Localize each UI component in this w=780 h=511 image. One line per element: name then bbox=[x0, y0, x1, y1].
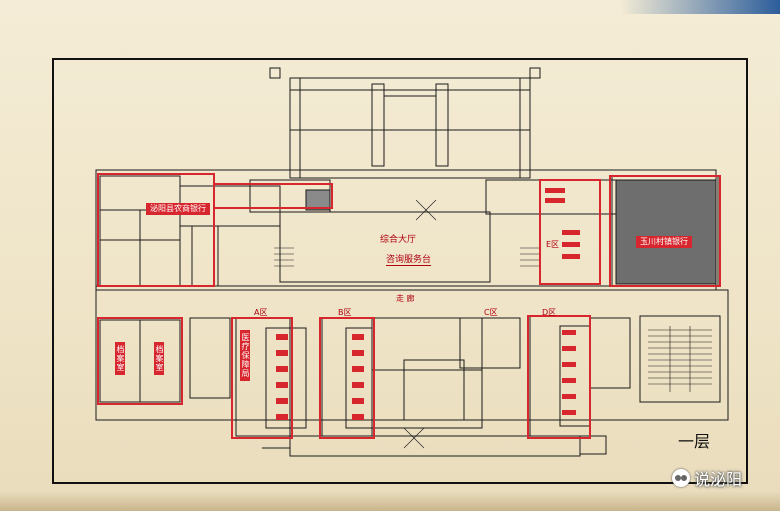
top-edge-shadow bbox=[620, 0, 780, 14]
zone-label-b: B区 bbox=[338, 308, 352, 317]
wechat-icon bbox=[672, 469, 690, 487]
watermark: 说泌阳 bbox=[672, 466, 742, 490]
room-label-yuchuan-bank: 玉川村镇银行 bbox=[636, 236, 692, 248]
plan-frame bbox=[52, 58, 748, 484]
room-label-medical: 医疗保障局 bbox=[240, 330, 250, 381]
zone-label-d: D区 bbox=[542, 308, 557, 317]
room-label-archive-1: 档案室 bbox=[115, 342, 125, 375]
zone-label-c: C区 bbox=[484, 308, 498, 317]
zone-label-e: E区 bbox=[546, 240, 560, 249]
bottom-edge-shadow bbox=[0, 491, 780, 511]
room-label-info-desk: 咨询服务台 bbox=[386, 255, 432, 266]
room-label-archive-2: 档案室 bbox=[154, 342, 164, 375]
floor-label: 一层 bbox=[678, 432, 711, 451]
room-label-main-hall: 综合大厅 bbox=[380, 235, 417, 245]
zone-label-a: A区 bbox=[254, 308, 268, 317]
room-label-nongshang-bank: 泌阳县农商银行 bbox=[146, 203, 210, 215]
corridor-label: 走 廊 bbox=[396, 294, 415, 303]
watermark-text: 说泌阳 bbox=[694, 470, 743, 489]
